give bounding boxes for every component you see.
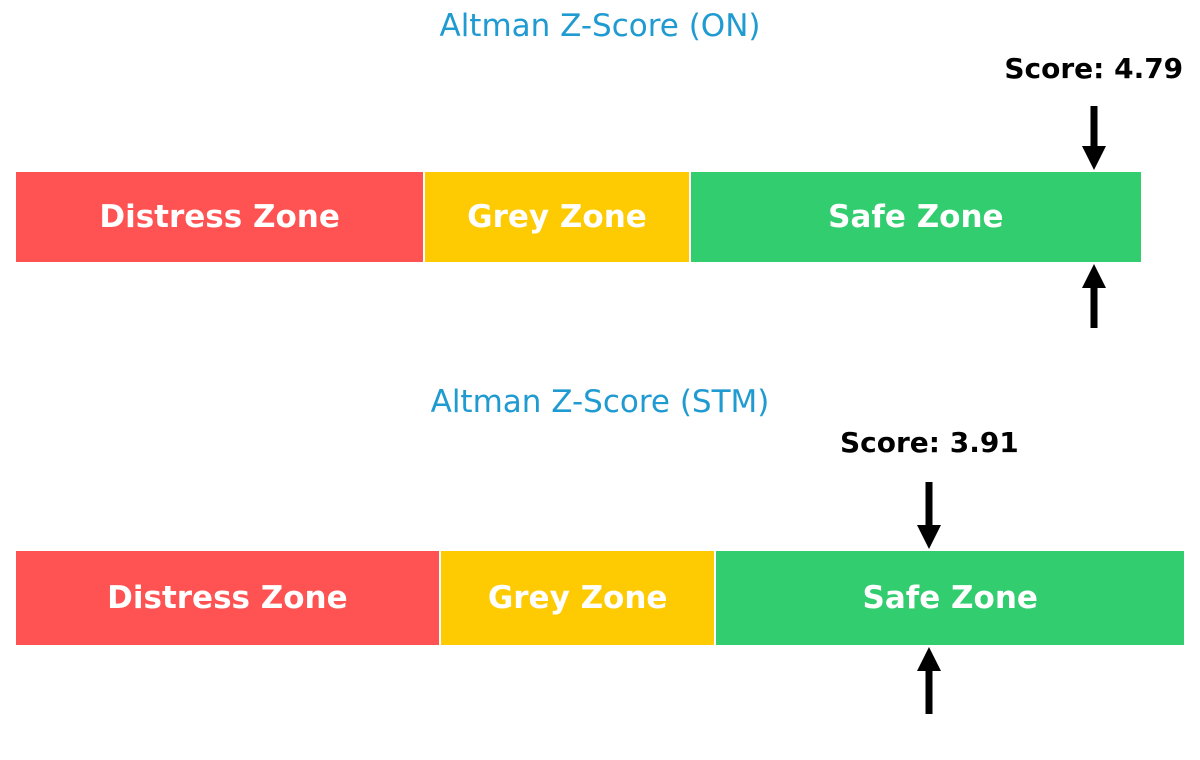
zone-segment-safe-zone: Safe Zone: [688, 172, 1141, 262]
zone-segment-safe-zone: Safe Zone: [714, 551, 1184, 645]
chart-title: Altman Z-Score (ON): [439, 8, 761, 44]
zone-segment-grey-zone: Grey Zone: [423, 172, 689, 262]
score-arrow-down: [1081, 106, 1106, 170]
zone-segment-distress-zone: Distress Zone: [16, 172, 424, 262]
chart-title: Altman Z-Score (STM): [430, 384, 770, 420]
score-arrow-up-head: [917, 647, 942, 671]
zone-segment-grey-zone: Grey Zone: [438, 551, 715, 645]
score-arrow-down-head: [917, 525, 942, 549]
score-arrow-up: [917, 647, 942, 714]
zone-segment-distress-zone: Distress Zone: [16, 551, 439, 645]
score-label: Score: 3.91: [839, 426, 1019, 459]
score-arrow-down: [917, 482, 942, 549]
score-arrow-up: [1081, 264, 1106, 328]
score-arrow-up-head: [1081, 264, 1106, 288]
score-arrow-down-head: [1081, 146, 1106, 170]
score-label: Score: 4.79: [1004, 52, 1184, 85]
